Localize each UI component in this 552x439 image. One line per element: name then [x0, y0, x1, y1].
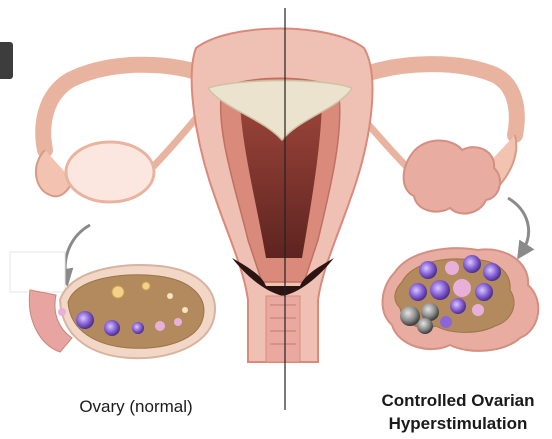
ovary-normal: [66, 142, 154, 202]
label-controlled-ovarian-hyperstimulation: Controlled Ovarian Hyperstimulation: [364, 389, 552, 435]
arrow-left: [65, 225, 90, 278]
ovary-stimulated: [404, 141, 500, 214]
label-right-line2: Hyperstimulation: [364, 412, 552, 435]
label-ovary-normal: Ovary (normal): [46, 397, 226, 417]
uterus: [192, 29, 373, 363]
ovary-normal-cross-section: [10, 252, 215, 358]
label-right-line1: Controlled Ovarian: [364, 389, 552, 412]
arrow-right: [508, 198, 529, 252]
ovary-stimulated-cross-section: [383, 248, 539, 351]
